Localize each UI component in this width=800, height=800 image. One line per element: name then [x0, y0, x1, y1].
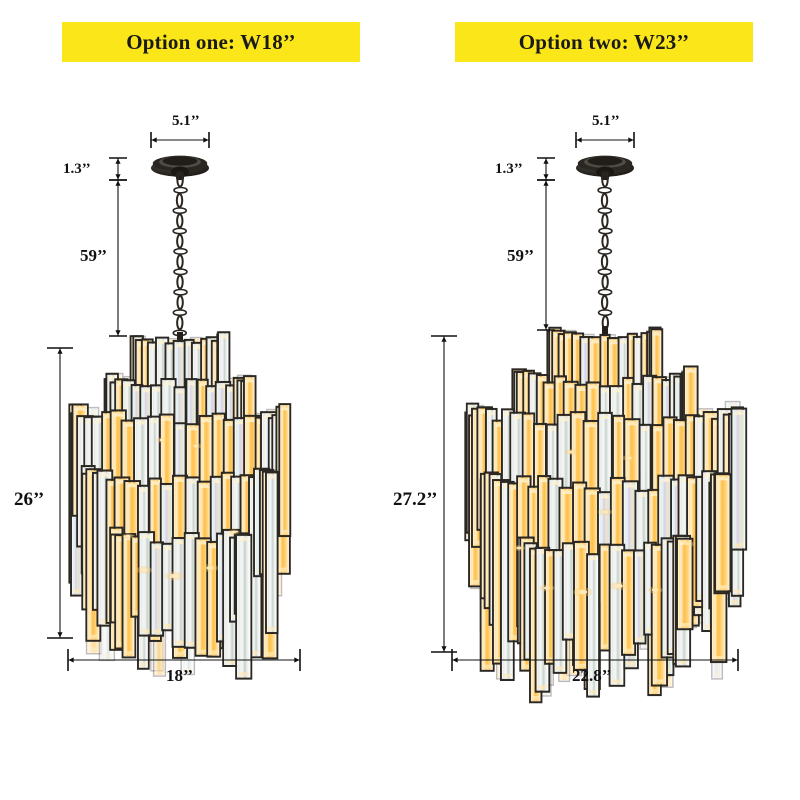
option-two-chain-drop-label: 59’’	[507, 246, 535, 265]
option-one-canopy-height-label: 1.3’’	[63, 161, 91, 177]
option-two-canopy-height-label: 1.3’’	[495, 161, 523, 177]
option-one-banner: Option one: W18’’	[62, 22, 360, 62]
option-two-banner: Option two: W23’’	[455, 22, 753, 62]
option-one-canopy-width-label: 5.1’’	[172, 113, 200, 129]
option-two-body-width-label: 22.8’’	[572, 666, 612, 685]
option-two-fixture-illustration	[440, 140, 770, 704]
option-one-body-height-label: 26’’	[14, 489, 45, 510]
option-two-canopy-width-label: 5.1’’	[592, 113, 620, 129]
option-one-fixture-illustration	[60, 140, 350, 680]
option-one-panel: Option one: W18’’ 5.1’’ 1.3’’ 59’’ 26’’ …	[14, 22, 360, 685]
option-one-chain-drop-label: 59’’	[80, 246, 108, 265]
option-one-body-width-label: 18’’	[166, 666, 194, 685]
option-two-panel: Option two: W23’’ 5.1’’ 1.3’’ 59’’ 27.2’…	[393, 0, 800, 800]
option-two-body-height-label: 27.2’’	[393, 489, 438, 510]
